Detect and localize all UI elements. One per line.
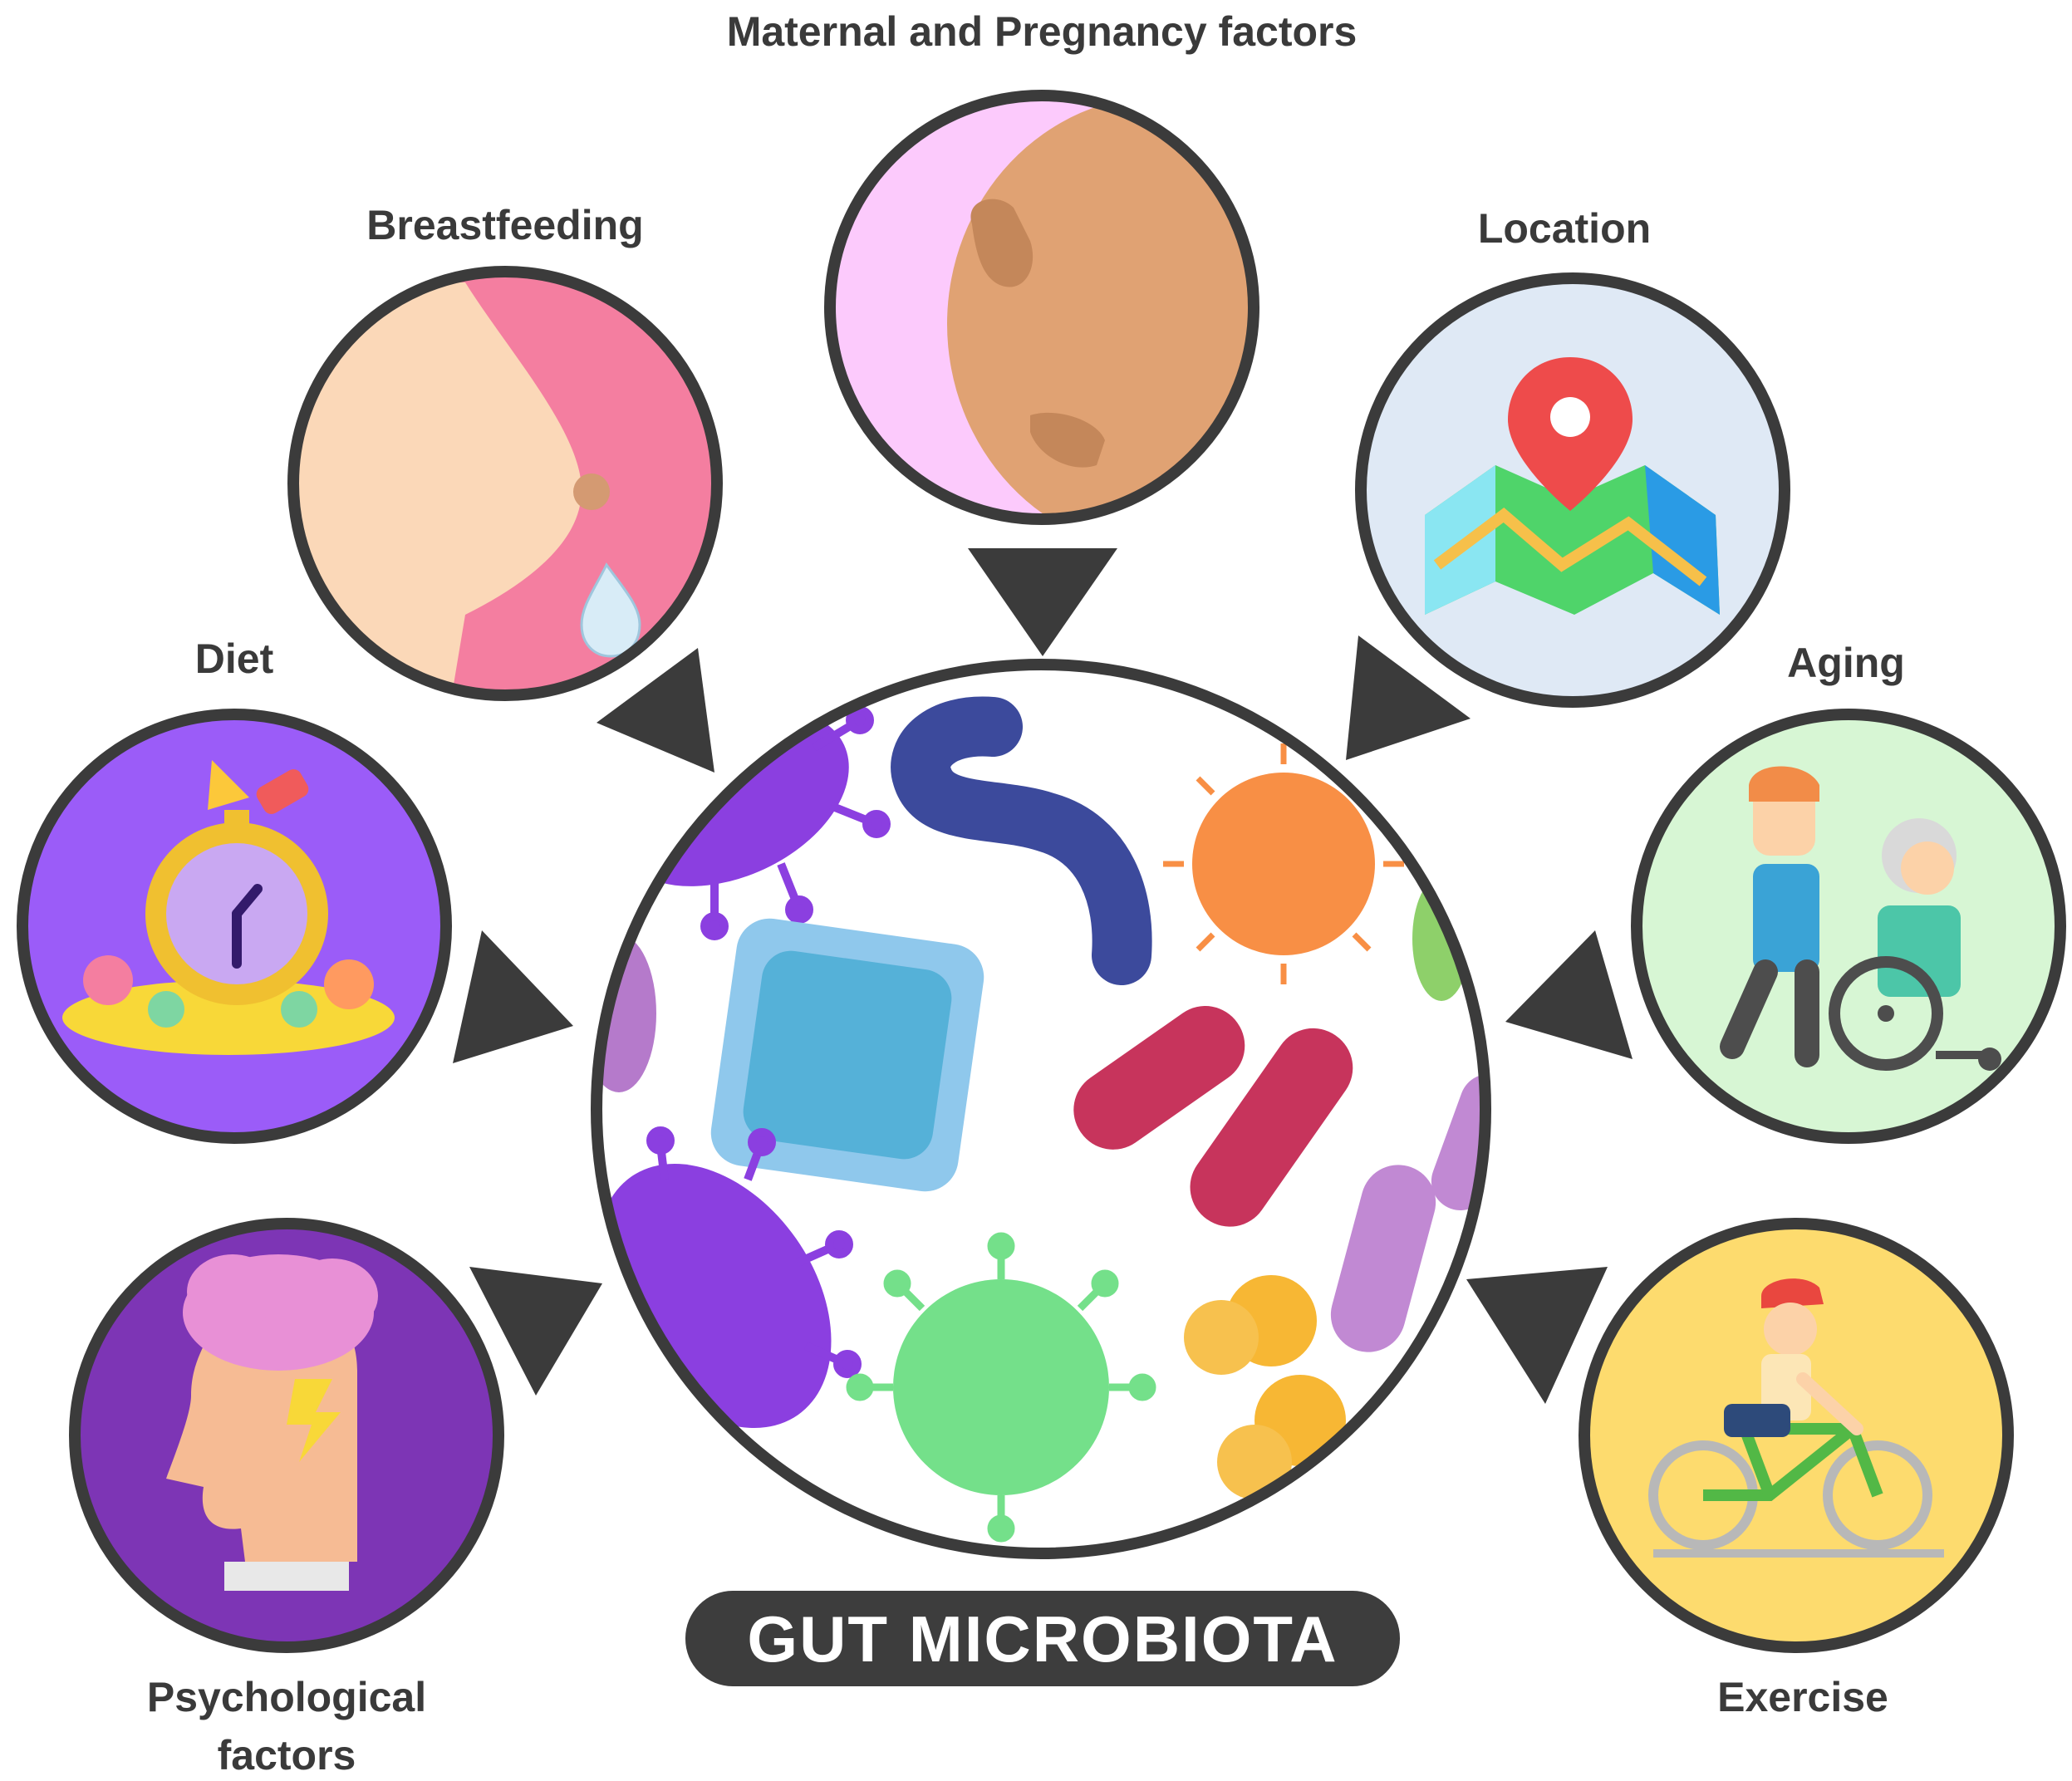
label-aging: Aging — [1787, 640, 1905, 686]
label-psychological-line1: Psychological — [147, 1674, 426, 1720]
arrow-aging — [1505, 930, 1633, 1059]
arrow-maternal — [968, 548, 1117, 656]
arrow-location — [1346, 635, 1471, 760]
center-banner: GUT MICROBIOTA — [685, 1591, 1400, 1686]
elderly-wheelchair-icon — [1720, 766, 2001, 1071]
navy-worm-icon — [891, 696, 1152, 985]
breast-milk-drop-icon — [293, 282, 641, 695]
factor-maternal: Maternal and Pregnancy factors — [727, 8, 1358, 525]
orange-coccus-icon — [1163, 743, 1404, 984]
center-circle — [591, 659, 1491, 1559]
food-clock-icon — [62, 760, 395, 1055]
arrow-breastfeeding — [597, 648, 714, 773]
cyclist-icon — [1648, 1278, 1944, 1558]
arrow-diet — [453, 930, 573, 1063]
red-rod-icon — [1073, 1005, 1245, 1150]
factor-diet: Diet — [17, 635, 452, 1144]
arrow-exercise — [1466, 1267, 1608, 1404]
green-virus-icon — [846, 1232, 1156, 1543]
factor-psychological: Psychological factors — [69, 1218, 504, 1779]
label-psychological-line2: factors — [218, 1732, 356, 1779]
stressed-head-icon — [166, 1254, 378, 1591]
factor-exercise: Exercise — [1579, 1218, 2014, 1720]
label-breastfeeding: Breastfeeding — [366, 202, 643, 248]
label-location: Location — [1478, 205, 1651, 252]
banner-pill — [685, 1591, 1400, 1686]
map-pin-icon — [1425, 357, 1720, 615]
label-maternal: Maternal and Pregnancy factors — [727, 8, 1358, 55]
label-diet: Diet — [195, 635, 274, 682]
factor-location: Location — [1355, 205, 1790, 708]
label-exercise: Exercise — [1717, 1674, 1888, 1720]
pregnant-belly-icon — [947, 96, 1254, 519]
factor-breastfeeding: Breastfeeding — [287, 202, 723, 701]
arrow-psychological — [469, 1267, 602, 1396]
blue-virus-icon — [710, 918, 984, 1192]
arrows — [453, 548, 1633, 1404]
factor-aging: Aging — [1631, 640, 2066, 1144]
center-label: GUT MICROBIOTA — [747, 1602, 1338, 1676]
